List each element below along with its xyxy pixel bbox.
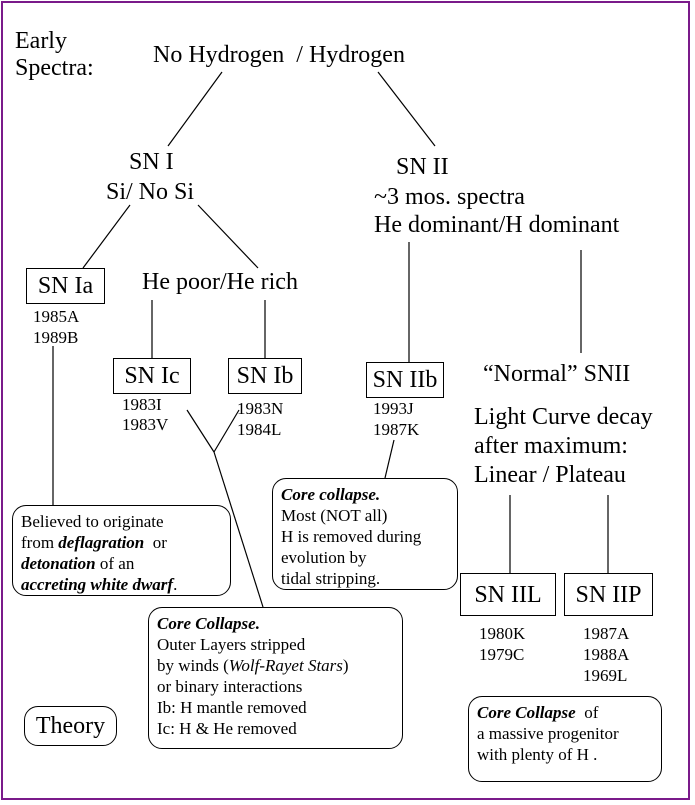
- ib-example-1: 1983N: [237, 399, 284, 418]
- note-ia: Believed to originate from deflagration …: [12, 505, 231, 596]
- type-box-ib: SN Ib: [228, 358, 302, 394]
- type-box-iib: SN IIb: [366, 362, 444, 398]
- note-ibc-line5: Ib: H mantle removed: [157, 698, 307, 717]
- edge-ib-ic-bracket-b: [213, 409, 240, 453]
- note-iib-line5: tidal stripping.: [281, 569, 381, 588]
- type-box-ia: SN Ia: [26, 268, 105, 304]
- type-box-ic: SN Ic: [113, 358, 191, 394]
- note-ibc: Core Collapse. Outer Layers stripped by …: [148, 607, 403, 749]
- iil-example-1: 1980K: [479, 624, 526, 643]
- type-box-iip: SN IIP: [564, 573, 653, 616]
- ib-example-2: 1984L: [237, 420, 282, 439]
- note-ia-line3: detonation of an: [21, 554, 135, 573]
- sn2-line2: ~3 mos. spectra: [374, 184, 525, 210]
- type-box-iil: SN IIL: [460, 573, 556, 616]
- theory-label: Theory: [24, 706, 117, 746]
- sn1-subtitle: Si/ No Si: [106, 179, 195, 205]
- note-ibc-line2: Outer Layers stripped: [157, 635, 306, 654]
- note-iib-line4: evolution by: [281, 548, 367, 567]
- iib-example-2: 1987K: [373, 420, 420, 439]
- edge-top-to-sn2: [377, 71, 436, 147]
- note-iip-line1: Core Collapse of: [477, 703, 599, 722]
- iil-example-2: 1979C: [479, 645, 525, 664]
- hydrogen-split-label: No Hydrogen / Hydrogen: [153, 42, 405, 68]
- early-spectra-label-1: Early: [15, 28, 67, 54]
- ia-example-2: 1989B: [33, 328, 79, 347]
- note-iib-line2: Most (NOT all): [281, 506, 388, 525]
- ic-example-2: 1983V: [122, 415, 169, 434]
- note-ia-line2: from deflagration or: [21, 533, 167, 552]
- note-ibc-line3: by winds (Wolf-Rayet Stars): [157, 656, 349, 675]
- normal-snii-label: “Normal” SNII: [483, 361, 631, 387]
- note-ia-line4: accreting white dwarf.: [21, 575, 178, 594]
- sn2-title: SN II: [396, 154, 449, 180]
- iip-example-2: 1988A: [583, 645, 630, 664]
- sn1-title: SN I: [129, 149, 174, 175]
- light-curve-line1: Light Curve decay: [474, 404, 653, 430]
- he-split-label: He poor/He rich: [142, 269, 298, 295]
- edge-iib-to-note: [384, 439, 395, 479]
- early-spectra-label-2: Spectra:: [15, 55, 94, 81]
- note-iip-line2: a massive progenitor: [477, 724, 619, 743]
- light-curve-line3: Linear / Plateau: [474, 462, 626, 488]
- edge-ib-ic-bracket-a: [186, 409, 215, 453]
- note-ia-line1: Believed to originate: [21, 512, 164, 531]
- iib-example-1: 1993J: [373, 399, 414, 418]
- note-iip-line3: with plenty of H .: [477, 745, 598, 764]
- edge-ibc-to-note: [213, 451, 264, 608]
- note-ibc-line1: Core Collapse.: [157, 614, 260, 633]
- note-iib-line3: H is removed during: [281, 527, 422, 546]
- edge-sn1-to-ia: [82, 204, 131, 269]
- iip-example-3: 1969L: [583, 666, 628, 685]
- note-ibc-line6: Ic: H & He removed: [157, 719, 297, 738]
- note-ibc-line4: or binary interactions: [157, 677, 303, 696]
- ic-example-1: 1983I: [122, 395, 162, 414]
- iip-example-1: 1987A: [583, 624, 630, 643]
- note-iib: Core collapse. Most (NOT all) H is remov…: [272, 478, 458, 590]
- edge-sn1-to-he: [197, 204, 259, 269]
- edge-top-to-sn1: [167, 71, 223, 147]
- note-iib-line1: Core collapse.: [281, 485, 381, 504]
- ia-example-1: 1985A: [33, 307, 80, 326]
- light-curve-line2: after maximum:: [474, 433, 628, 459]
- sn2-line3: He dominant/H dominant: [374, 212, 620, 238]
- note-iip: Core Collapse of a massive progenitor wi…: [468, 696, 662, 782]
